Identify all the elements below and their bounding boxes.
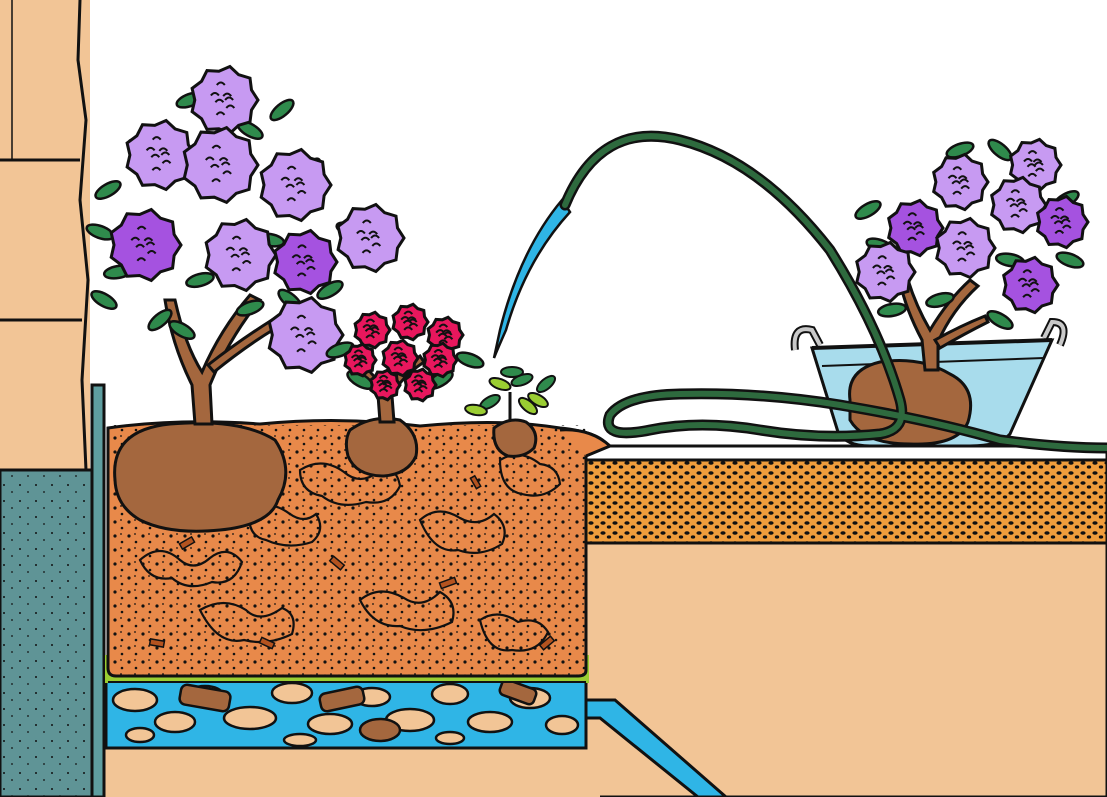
stone-wall	[0, 0, 90, 470]
gravel-bed-layer	[585, 458, 1107, 543]
wall-foundation	[0, 470, 92, 797]
drainage-layer	[106, 672, 586, 748]
wall-drain-pipe	[92, 385, 104, 797]
ground-lower-strip	[100, 748, 600, 797]
leaf	[501, 367, 523, 377]
